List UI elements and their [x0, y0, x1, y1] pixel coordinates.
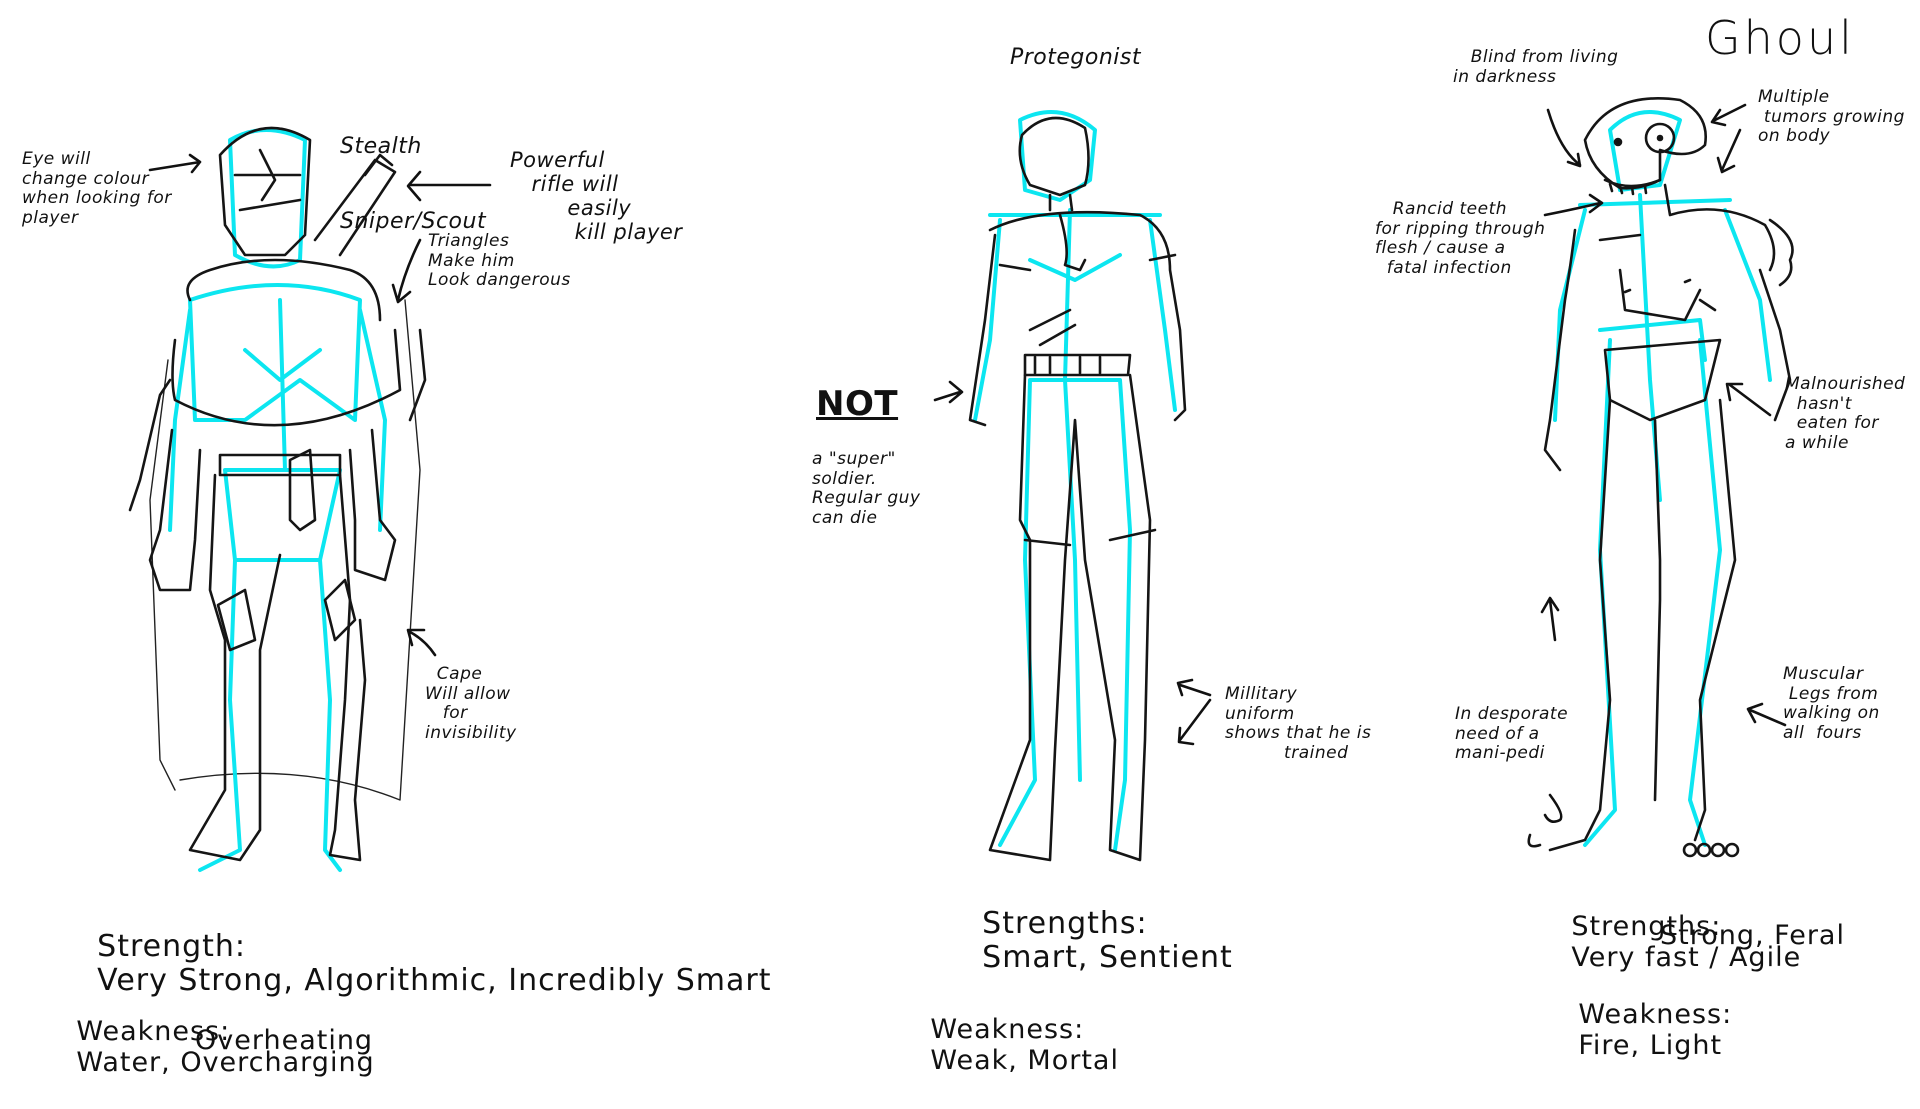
weakness-value: Fire, Light	[1578, 1030, 1723, 1062]
weakness-value: Water, Overcharging	[76, 1047, 375, 1079]
concept-art-sheet: Stealth Sniper/Scout Eye will change col…	[22, 11, 1906, 1078]
strengths-value: Very fast / Agile	[1571, 942, 1802, 974]
blind-annotation: Blind from living in darkness	[1453, 47, 1619, 87]
not-annotation: NOT	[816, 384, 899, 424]
triangles-annotation: Triangles Make him Look dangerous	[428, 231, 571, 291]
muscular-legs-annotation: Muscular Legs from walking on all fours	[1783, 664, 1880, 743]
sniper-title-line1: Stealth	[340, 133, 422, 159]
ghoul-strengths: Strengths: Very fast / Agile	[1533, 880, 1801, 1004]
sniper-strengths: Strength: Very Strong, Algorithmic, Incr…	[55, 895, 772, 1033]
strengths-label: Strengths:	[982, 905, 1148, 941]
eye-annotation: Eye will change colour when looking for …	[22, 149, 172, 228]
strengths-label: Strength:	[97, 928, 247, 964]
ghoul-weakness: Weakness: Fire, Light	[1540, 968, 1732, 1092]
sniper-title-line2: Sniper/Scout	[340, 209, 487, 235]
protagonist-strengths: Strengths: Smart, Sentient	[940, 872, 1233, 1010]
sniper-weakness: Weakness: Water, Overcharging	[38, 985, 375, 1109]
strengths-value: Very Strong, Algorithmic, Incredibly Sma…	[97, 963, 772, 998]
sniper-weakness-line2: Overheating	[195, 1025, 374, 1056]
weakness-value: Weak, Mortal	[930, 1045, 1119, 1077]
weakness-label: Weakness:	[930, 1014, 1085, 1046]
ghoul-title: Ghoul	[1705, 11, 1855, 65]
ghoul-strengths-line2: Strong, Feral	[1660, 920, 1845, 951]
sniper-title: Stealth Sniper/Scout	[340, 83, 486, 285]
protagonist-figure-sketch	[933, 110, 1212, 862]
protagonist-title: Protegonist	[1010, 45, 1142, 70]
ghoul-figure-sketch	[1527, 97, 1794, 858]
tumors-annotation: Multiple tumors growing on body	[1758, 87, 1905, 147]
rifle-annotation: Powerful rifle will easily kill player	[510, 148, 683, 245]
manipedi-annotation: In desporate need of a mani-pedi	[1455, 704, 1569, 764]
protagonist-weakness: Weakness: Weak, Mortal	[892, 983, 1119, 1107]
cape-annotation: Cape Will allow for invisibility	[425, 664, 517, 743]
strengths-label: Strengths:	[1571, 911, 1722, 943]
weakness-label: Weakness:	[76, 1016, 231, 1048]
uniform-annotation: Millitary uniform shows that he is train…	[1225, 684, 1372, 763]
sniper-figure-sketch	[128, 126, 492, 872]
malnourished-annotation: Malnourished hasn't eaten for a while	[1785, 374, 1906, 453]
teeth-annotation: Rancid teeth for ripping through flesh /…	[1375, 199, 1546, 278]
strengths-value: Smart, Sentient	[982, 940, 1233, 975]
not-super-soldier-annotation: a "super" soldier. Regular guy can die	[812, 449, 921, 528]
weakness-label: Weakness:	[1578, 999, 1733, 1031]
